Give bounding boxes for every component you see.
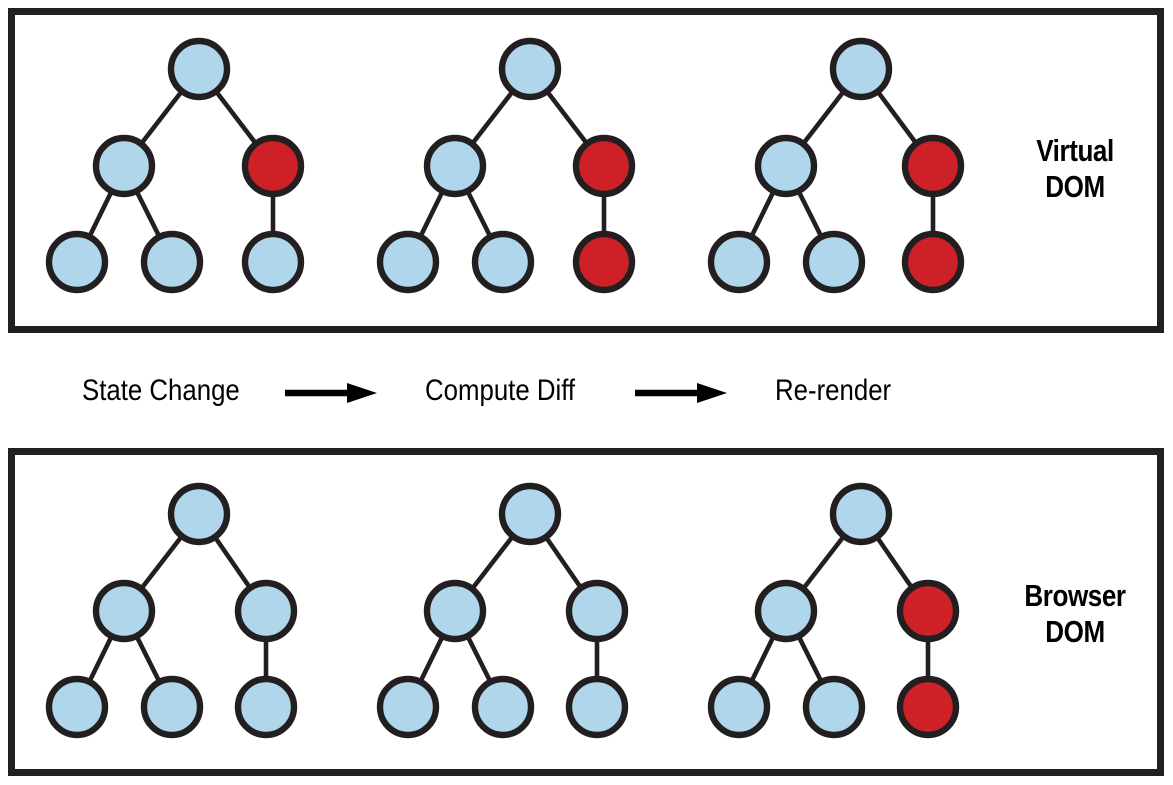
tree-node-blue[interactable] (140, 230, 204, 294)
tree-node-blue[interactable] (45, 675, 109, 739)
tree-node-blue[interactable] (565, 579, 629, 643)
tree-node-red[interactable] (241, 134, 305, 198)
tree-node-blue[interactable] (471, 675, 535, 739)
virtual-dom-trees (45, 37, 965, 294)
tree-node-blue[interactable] (754, 134, 818, 198)
tree-browser-tree-3 (707, 482, 960, 739)
tree-node-blue[interactable] (754, 579, 818, 643)
tree-node-blue[interactable] (423, 579, 487, 643)
tree-node-blue[interactable] (376, 230, 440, 294)
tree-node-blue[interactable] (471, 230, 535, 294)
flow-step-re-render: Re-render (775, 374, 892, 407)
flow-step-state-change: State Change (82, 374, 240, 407)
tree-node-blue[interactable] (241, 230, 305, 294)
tree-virtual-tree-2 (376, 37, 636, 294)
panel-label-virtual-dom: Virtual DOM (1036, 133, 1114, 204)
tree-node-blue[interactable] (802, 230, 866, 294)
tree-node-blue[interactable] (829, 37, 893, 101)
tree-node-red[interactable] (901, 230, 965, 294)
tree-node-blue[interactable] (234, 675, 298, 739)
tree-node-blue[interactable] (234, 579, 298, 643)
tree-node-blue[interactable] (423, 134, 487, 198)
tree-node-blue[interactable] (829, 482, 893, 546)
tree-node-blue[interactable] (167, 37, 231, 101)
tree-node-blue[interactable] (707, 675, 771, 739)
tree-node-blue[interactable] (565, 675, 629, 739)
tree-virtual-tree-1 (45, 37, 305, 294)
tree-node-blue[interactable] (802, 675, 866, 739)
flow-arrow-state-change-to-compute-diff (285, 383, 377, 403)
tree-browser-tree-2 (376, 482, 629, 739)
tree-node-red[interactable] (896, 675, 960, 739)
tree-node-red[interactable] (572, 230, 636, 294)
tree-node-blue[interactable] (140, 675, 204, 739)
panel-label-browser-dom: Browser DOM (1024, 578, 1126, 649)
tree-node-blue[interactable] (92, 579, 156, 643)
tree-node-red[interactable] (896, 579, 960, 643)
tree-node-blue[interactable] (498, 37, 562, 101)
tree-virtual-tree-3 (707, 37, 965, 294)
flow-arrow-compute-diff-to-re-render (635, 383, 727, 403)
tree-node-blue[interactable] (707, 230, 771, 294)
tree-node-red[interactable] (901, 134, 965, 198)
tree-node-blue[interactable] (45, 230, 109, 294)
tree-node-blue[interactable] (167, 482, 231, 546)
tree-node-blue[interactable] (92, 134, 156, 198)
tree-node-blue[interactable] (376, 675, 440, 739)
flow-row: State Change Compute Diff Re-render (0, 360, 1173, 422)
flow-step-compute-diff: Compute Diff (425, 374, 576, 407)
tree-node-blue[interactable] (498, 482, 562, 546)
tree-browser-tree-1 (45, 482, 298, 739)
tree-node-red[interactable] (572, 134, 636, 198)
